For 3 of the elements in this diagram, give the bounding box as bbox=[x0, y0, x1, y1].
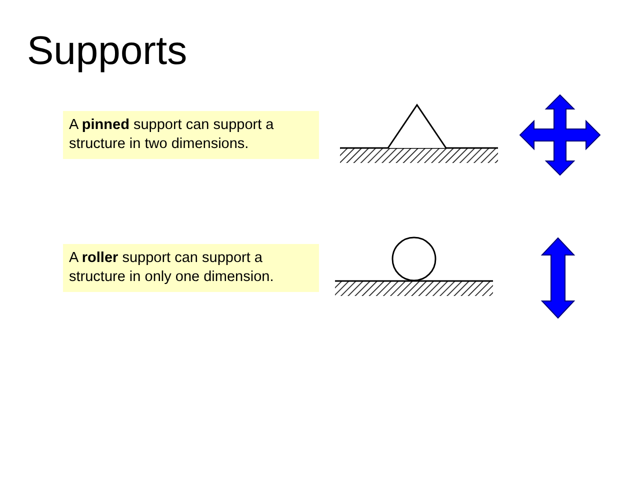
slide-title: Supports bbox=[27, 28, 188, 74]
text-box: A roller support can support a structure in only one dimension. bbox=[63, 244, 319, 292]
text-box: A pinned support can support a structure in two dimensions. bbox=[63, 111, 319, 159]
